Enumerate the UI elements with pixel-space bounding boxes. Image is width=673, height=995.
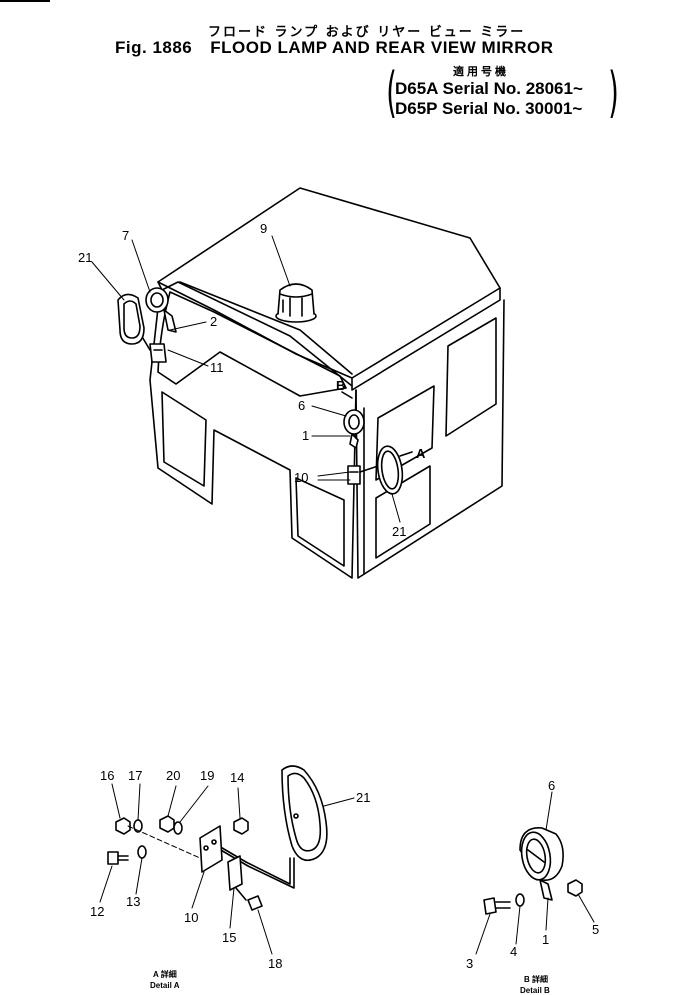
detail-a-caption-jp: A 詳細 bbox=[153, 969, 177, 979]
main-label-21-left: 21 bbox=[78, 250, 92, 265]
main-label-6: 6 bbox=[298, 398, 305, 413]
main-label-2: 2 bbox=[210, 314, 217, 329]
main-label-21-right: 21 bbox=[392, 524, 406, 539]
main-label-7: 7 bbox=[122, 228, 129, 243]
right-mirror-bracket bbox=[347, 463, 385, 485]
left-mirror bbox=[117, 293, 145, 345]
detail-a-label-21: 21 bbox=[356, 790, 370, 805]
serial-line-d65p: D65P Serial No. 30001~ bbox=[395, 99, 583, 118]
detail-b-label-1: 1 bbox=[542, 932, 549, 947]
cab-front-face bbox=[149, 289, 357, 579]
serial-jp-label: 適用号機 bbox=[453, 65, 509, 78]
main-label-1: 1 bbox=[302, 428, 309, 443]
left-flood-lamp bbox=[145, 287, 177, 333]
figure-name: FLOOD LAMP AND REAR VIEW MIRROR bbox=[210, 38, 554, 57]
detail-a-label-10: 10 bbox=[184, 910, 198, 925]
lower-middle-window bbox=[295, 477, 345, 567]
detail-b-leaders bbox=[475, 791, 595, 955]
main-label-10: 10 bbox=[294, 470, 308, 485]
detail-b-drawing bbox=[483, 827, 583, 915]
japanese-title: フロード ランプ および リヤー ビュー ミラー bbox=[208, 25, 526, 40]
detail-a-label-18: 18 bbox=[268, 956, 282, 971]
detail-a-label-17: 17 bbox=[128, 768, 142, 783]
figure-title: Fig. 1886 FLOOD LAMP AND REAR VIEW MIRROR bbox=[115, 38, 553, 58]
detail-a-label-15: 15 bbox=[222, 930, 236, 945]
main-label-11: 11 bbox=[210, 360, 224, 375]
detail-a-caption-en: Detail A bbox=[150, 981, 180, 990]
cab-roof bbox=[157, 187, 501, 379]
side-window-lower bbox=[375, 465, 431, 559]
cab-body bbox=[149, 187, 505, 579]
roof-groove bbox=[179, 281, 353, 375]
detail-a-label-14: 14 bbox=[230, 770, 244, 785]
main-leaders bbox=[91, 235, 413, 523]
detail-a-label-16: 16 bbox=[100, 768, 114, 783]
detail-b-label-5: 5 bbox=[592, 922, 599, 937]
front-windshield bbox=[157, 291, 347, 397]
detail-a-label-20: 20 bbox=[166, 768, 180, 783]
detail-a-drawing bbox=[107, 765, 328, 911]
detail-b-caption-jp: B 詳細 bbox=[524, 974, 548, 984]
right-bracket: ) bbox=[608, 61, 619, 124]
detail-a-label-12: 12 bbox=[90, 904, 104, 919]
serial-line-d65a: D65A Serial No. 28061~ bbox=[395, 79, 583, 98]
right-flood-lamp bbox=[343, 409, 365, 449]
detail-b-label-3: 3 bbox=[466, 956, 473, 971]
lower-left-window bbox=[161, 391, 207, 487]
side-window-rear bbox=[445, 317, 497, 437]
detail-b-caption-en: Detail B bbox=[520, 986, 550, 995]
right-mirror bbox=[376, 445, 404, 495]
serial-applicability: ( 適用号機 D65A Serial No. 28061~ D65P Seria… bbox=[385, 63, 625, 125]
main-label-9: 9 bbox=[260, 221, 267, 236]
view-marker-a: A bbox=[416, 446, 426, 461]
rotating-beacon bbox=[275, 283, 317, 323]
figure-number: Fig. 1886 bbox=[115, 38, 193, 57]
detail-b-label-4: 4 bbox=[510, 944, 517, 959]
roof-front-edge bbox=[157, 281, 353, 387]
detail-a-label-19: 19 bbox=[200, 768, 214, 783]
view-marker-b: B bbox=[336, 378, 345, 393]
detail-a-leaders bbox=[99, 783, 355, 955]
roof-side-edge bbox=[351, 287, 501, 391]
detail-b-label-6: 6 bbox=[548, 778, 555, 793]
corner-mark bbox=[0, 0, 50, 2]
left-bracket: ( bbox=[386, 61, 397, 124]
detail-a-label-13: 13 bbox=[126, 894, 140, 909]
side-window-front bbox=[375, 385, 435, 481]
